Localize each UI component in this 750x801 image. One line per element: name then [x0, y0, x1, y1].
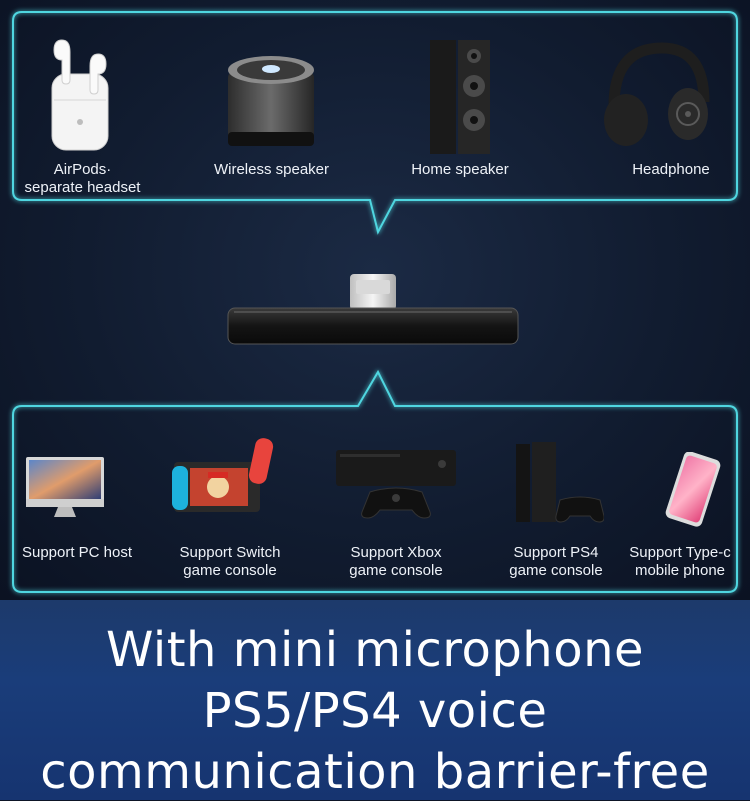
wireless-speaker-label: Wireless speaker — [213, 161, 330, 178]
type-c-phone-label: Support Type-c mobile phone — [629, 544, 731, 579]
headline-line-1: With mini microphone — [105, 622, 645, 678]
bottom-callout-frame — [12, 369, 738, 593]
callout-frames — [12, 11, 738, 593]
bluetooth-adapter-icon — [227, 274, 519, 345]
wireless-speaker-icon — [228, 56, 314, 146]
switch-label: Support Switch game console — [179, 544, 281, 579]
airpods-icon — [51, 39, 109, 151]
headline-band — [0, 600, 750, 800]
headphone-label: Headphone — [632, 161, 710, 178]
imac-icon — [26, 457, 104, 517]
mobile-phone-icon — [665, 452, 721, 527]
xbox-label: Support Xbox game console — [349, 544, 443, 579]
pc-host-label: Support PC host — [21, 544, 133, 561]
switch-console-icon — [172, 438, 274, 512]
home-speaker-icon — [430, 40, 490, 154]
headline-line-3: communication barrier-free — [40, 744, 710, 800]
home-speaker-label: Home speaker — [411, 161, 509, 178]
ps4-console-icon — [516, 442, 604, 523]
xbox-console-icon — [336, 450, 456, 519]
headphone-icon — [604, 42, 710, 146]
airpods-label: AirPods· separate headset — [24, 161, 141, 196]
headline-line-2: PS5/PS4 voice — [202, 683, 548, 739]
top-callout-frame — [12, 11, 738, 235]
ps4-label: Support PS4 game console — [509, 544, 603, 579]
